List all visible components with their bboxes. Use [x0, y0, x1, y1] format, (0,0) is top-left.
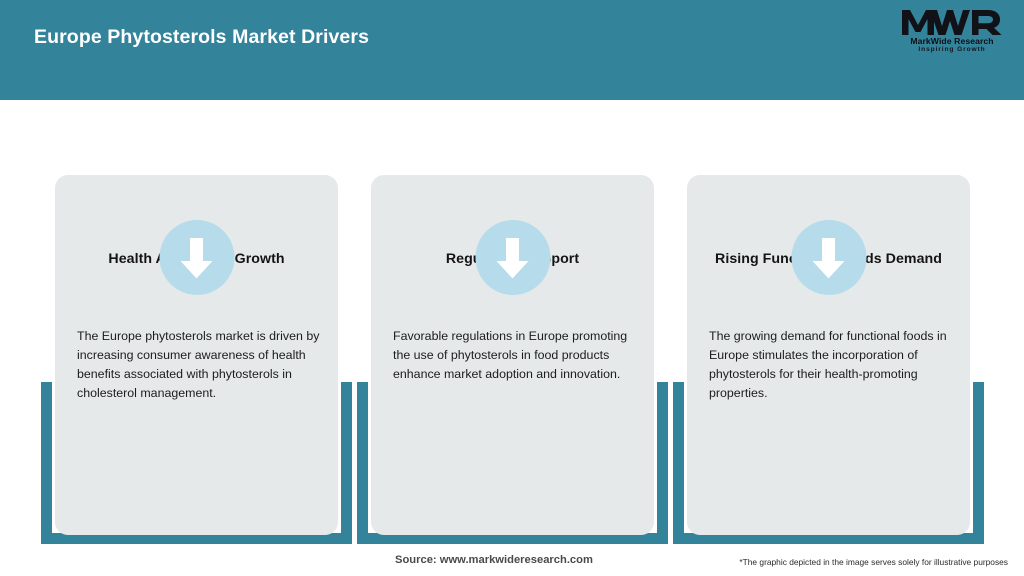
- down-arrow-icon: [475, 220, 550, 295]
- card-panel-3: Rising Functional Foods Demand The growi…: [687, 175, 970, 535]
- page-title: Europe Phytosterols Market Drivers: [34, 26, 370, 48]
- header-bar: Europe Phytosterols Market Drivers MarkW…: [0, 0, 1024, 100]
- card-body-1: The Europe phytosterols market is driven…: [77, 329, 320, 400]
- driver-card-3[interactable]: Rising Functional Foods Demand The growi…: [673, 100, 984, 545]
- driver-card-2[interactable]: Regulatory Support Favorable regulations…: [357, 100, 668, 545]
- brand-logo: MarkWide Research Inspiring Growth: [898, 9, 1006, 57]
- card-bracket-2: [357, 382, 668, 544]
- card-body-2: Favorable regulations in Europe promotin…: [393, 329, 628, 381]
- card-bracket-1: [41, 382, 352, 544]
- card-body-3: The growing demand for functional foods …: [709, 329, 947, 400]
- drivers-card-group: Health Awareness Growth The Europe phyto…: [0, 100, 1024, 545]
- card-panel-1: Health Awareness Growth The Europe phyto…: [55, 175, 338, 535]
- source-label: Source: www.markwideresearch.com: [395, 554, 593, 566]
- down-arrow-icon: [159, 220, 234, 295]
- disclaimer-label: *The graphic depicted in the image serve…: [739, 557, 1008, 567]
- down-arrow-icon: [791, 220, 866, 295]
- logo-company-name: MarkWide Research: [910, 36, 994, 46]
- logo-mwr-monogram-icon: [898, 9, 1006, 36]
- driver-card-1[interactable]: Health Awareness Growth The Europe phyto…: [41, 100, 352, 545]
- logo-tagline: Inspiring Growth: [918, 46, 986, 53]
- card-panel-2: Regulatory Support Favorable regulations…: [371, 175, 654, 535]
- card-bracket-3: [673, 382, 984, 544]
